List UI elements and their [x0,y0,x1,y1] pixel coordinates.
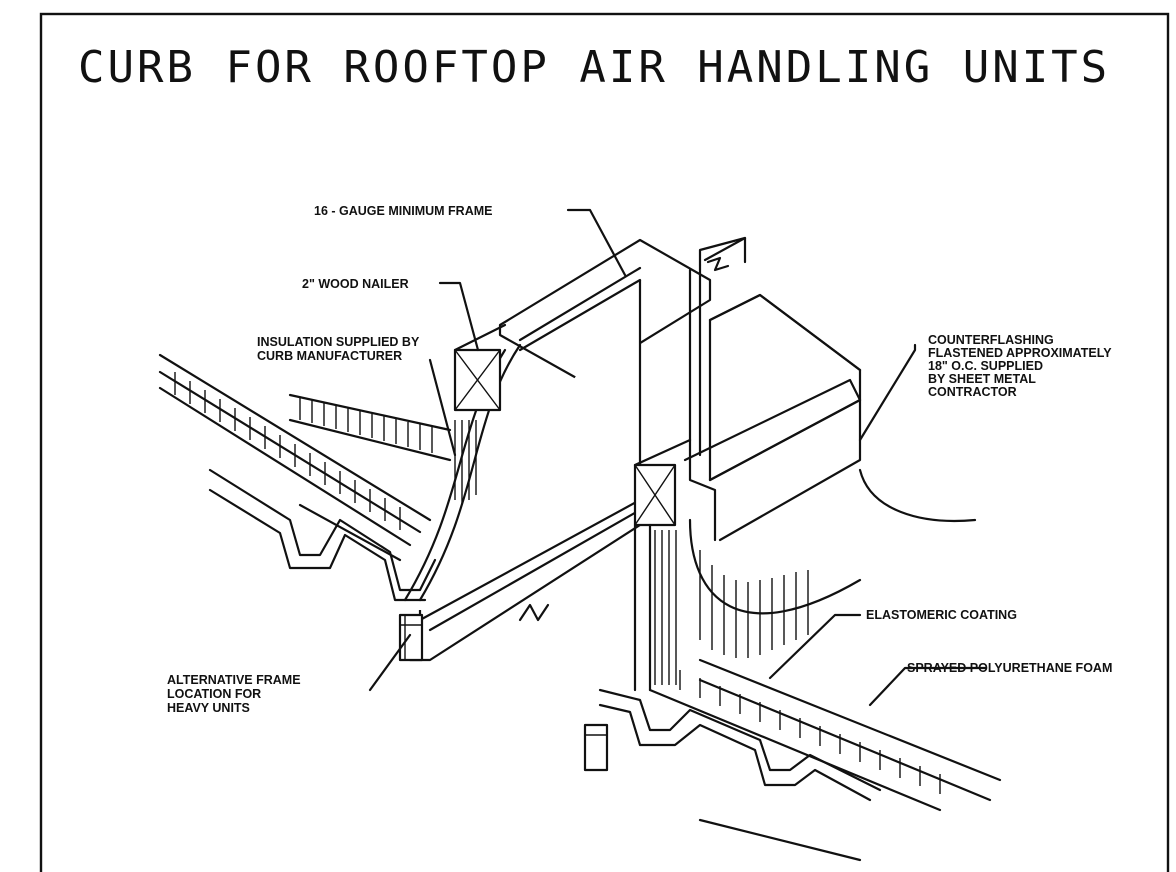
leader-lines [368,208,987,707]
right-roof-assembly [583,236,1002,862]
label-alt-frame-line-2: LOCATION FOR [167,687,261,701]
label-nailer-line-1: 2" WOOD NAILER [302,277,409,291]
label-counterflashing-line-3: 18" O.C. SUPPLIED [928,359,1043,373]
callout-counterflashing: COUNTERFLASHING FLASTENED APPROXIMATELY … [928,333,1112,399]
right-cant-curve [688,518,862,615]
callout-frame: 16 - GAUGE MINIMUM FRAME [314,204,492,218]
label-coating-line-1: ELASTOMERIC COATING [866,608,1017,622]
label-insulation-line-2: CURB MANUFACTURER [257,349,402,363]
label-counterflashing-line-4: BY SHEET METAL [928,372,1036,386]
callout-insulation: INSULATION SUPPLIED BY CURB MANUFACTURER [257,335,420,363]
drawing-title: CURB FOR ROOFTOP AIR HANDLING UNITS [78,42,1110,93]
right-metal-deck [598,688,882,792]
callout-foam: SPRAYED POLYURETHANE FOAM [907,661,1112,675]
label-counterflashing-line-2: FLASTENED APPROXIMATELY [928,346,1112,360]
label-alt-frame-line-3: HEAVY UNITS [167,701,250,715]
right-foam-hatching [679,670,941,794]
label-counterflashing-line-5: CONTRACTOR [928,385,1017,399]
label-insulation-line-1: INSULATION SUPPLIED BY [257,335,420,349]
label-foam-line-1: SPRAYED POLYURETHANE FOAM [907,661,1112,675]
callout-alt-frame: ALTERNATIVE FRAME LOCATION FOR HEAVY UNI… [167,673,301,715]
label-alt-frame-line-1: ALTERNATIVE FRAME [167,673,301,687]
label-counterflashing-line-1: COUNTERFLASHING [928,333,1054,347]
left-roof-assembly [158,353,452,602]
left-metal-deck [208,468,437,592]
callout-coating: ELASTOMERIC COATING [866,608,1017,622]
sheet-border [39,12,1170,872]
alt-frame-section [398,613,424,662]
curb-insulation-curve [418,343,522,602]
callout-nailer: 2" WOOD NAILER [302,277,409,291]
curb-frame [398,238,712,662]
label-frame-line-1: 16 - GAUGE MINIMUM FRAME [314,204,492,218]
